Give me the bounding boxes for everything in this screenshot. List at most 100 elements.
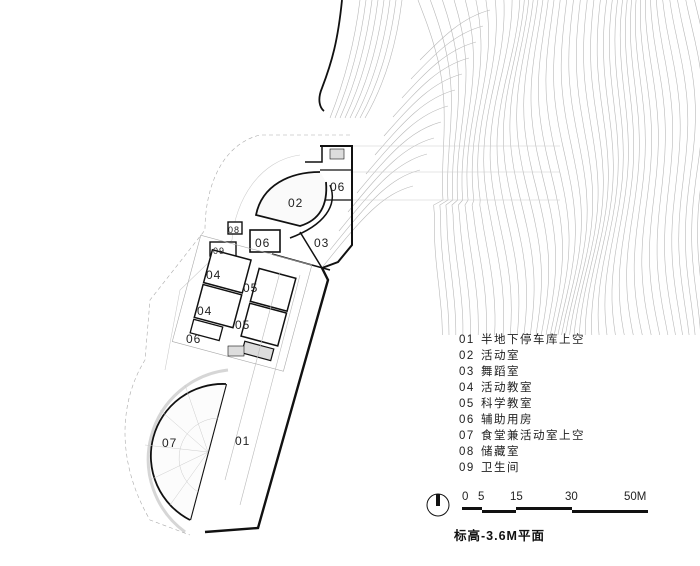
contour-line (516, 0, 542, 336)
contour-line (364, 0, 403, 119)
canopy-arc (164, 154, 301, 371)
north-arrow-icon (426, 493, 450, 517)
contour-line (523, 0, 550, 336)
legend-code: 02 (459, 350, 475, 362)
room-label-01: 01 (235, 434, 250, 448)
room-label-06: 06 (186, 332, 201, 346)
room-labels: 02 06 06 03 08 09 04 04 05 05 06 07 01 (162, 180, 345, 450)
contour-line (477, 0, 497, 336)
contour-line (354, 0, 391, 119)
legend-item: 03 舞蹈室 (459, 364, 585, 380)
contour-line (591, 0, 614, 336)
scale-bar (462, 507, 648, 513)
plan-title: 标高-3.6M平面 (454, 529, 545, 543)
contour-line (569, 0, 594, 336)
legend-item: 08 储藏室 (459, 444, 585, 460)
contour-line (553, 0, 576, 336)
contour-line (633, 0, 646, 336)
contour-line (347, 137, 435, 213)
contour-line (597, 0, 619, 336)
contour-line (545, 0, 570, 336)
contour-line (584, 0, 609, 336)
outer-boundary (124, 134, 350, 536)
contour-line (579, 0, 604, 336)
building-walls (144, 145, 353, 534)
legend-room-name: 半地下停车库上空 (481, 334, 585, 346)
legend-code: 01 (459, 334, 475, 346)
contour-line (442, 0, 459, 335)
room-label-02: 02 (288, 196, 303, 210)
contour-line (417, 0, 445, 336)
legend-item: 09 卫生间 (459, 460, 585, 476)
legend-code: 07 (459, 430, 475, 442)
contour-line (530, 0, 557, 336)
contour-line (656, 0, 676, 336)
contour-line (639, 0, 653, 336)
contour-line (509, 0, 535, 336)
legend-room-name: 舞蹈室 (481, 366, 520, 378)
contour-line (538, 0, 563, 336)
legend-room-name: 辅助用房 (481, 414, 533, 426)
legend-room-name: 活动教室 (481, 382, 533, 394)
terrain-contours (320, 0, 700, 336)
contour-line (339, 0, 373, 119)
legend-code: 09 (459, 462, 475, 474)
contour-line (464, 0, 482, 336)
legend-code: 05 (459, 398, 475, 410)
contour-line (618, 0, 635, 336)
scale-tick-label: 30 (565, 491, 578, 503)
contour-line (392, 57, 470, 118)
column-grid-east (350, 145, 560, 201)
legend-code: 03 (459, 366, 475, 378)
contour-line (604, 0, 624, 336)
contour-line (365, 105, 449, 175)
contour-line (430, 0, 452, 336)
contour-line (374, 89, 456, 156)
room-label-09: 09 (213, 246, 225, 256)
room-label-03: 03 (314, 236, 329, 250)
contour-line (685, 0, 700, 331)
contour-line (483, 0, 505, 336)
site-edge-line (318, 0, 343, 112)
legend-code: 04 (459, 382, 475, 394)
room-label-07: 07 (162, 436, 177, 450)
contour-line (471, 0, 489, 336)
contour-line (560, 0, 582, 336)
legend-code: 08 (459, 446, 475, 458)
room-label-05: 05 (243, 281, 258, 295)
contour-line (349, 0, 385, 119)
room-label-08: 08 (228, 225, 240, 235)
room-label-06: 06 (330, 180, 345, 194)
contour-line (401, 41, 477, 99)
contour-line (650, 0, 669, 336)
contour-line (410, 25, 484, 80)
contour-line (573, 0, 599, 336)
contour-line (383, 73, 463, 137)
contour-line (662, 0, 683, 336)
contour-line (669, 0, 690, 336)
legend-room-name: 食堂兼活动室上空 (481, 430, 585, 442)
contour-line (344, 0, 379, 119)
contour-line (611, 0, 629, 336)
room-label-05: 05 (235, 318, 250, 332)
contour-line (329, 169, 421, 251)
contour-line (496, 0, 521, 336)
room-label-04: 04 (206, 268, 221, 282)
legend-room-name: 卫生间 (481, 462, 520, 474)
contour-line (565, 0, 588, 336)
contour-line (677, 0, 696, 336)
contour-line (458, 0, 474, 335)
legend-item: 07 食堂兼活动室上空 (459, 428, 585, 444)
contour-line (356, 121, 442, 194)
legend-room-name: 储藏室 (481, 446, 520, 458)
contour-line (338, 153, 428, 232)
room-label-06: 06 (255, 236, 270, 250)
contour-line (489, 0, 513, 336)
scale-tick-label: 0 (462, 491, 469, 503)
